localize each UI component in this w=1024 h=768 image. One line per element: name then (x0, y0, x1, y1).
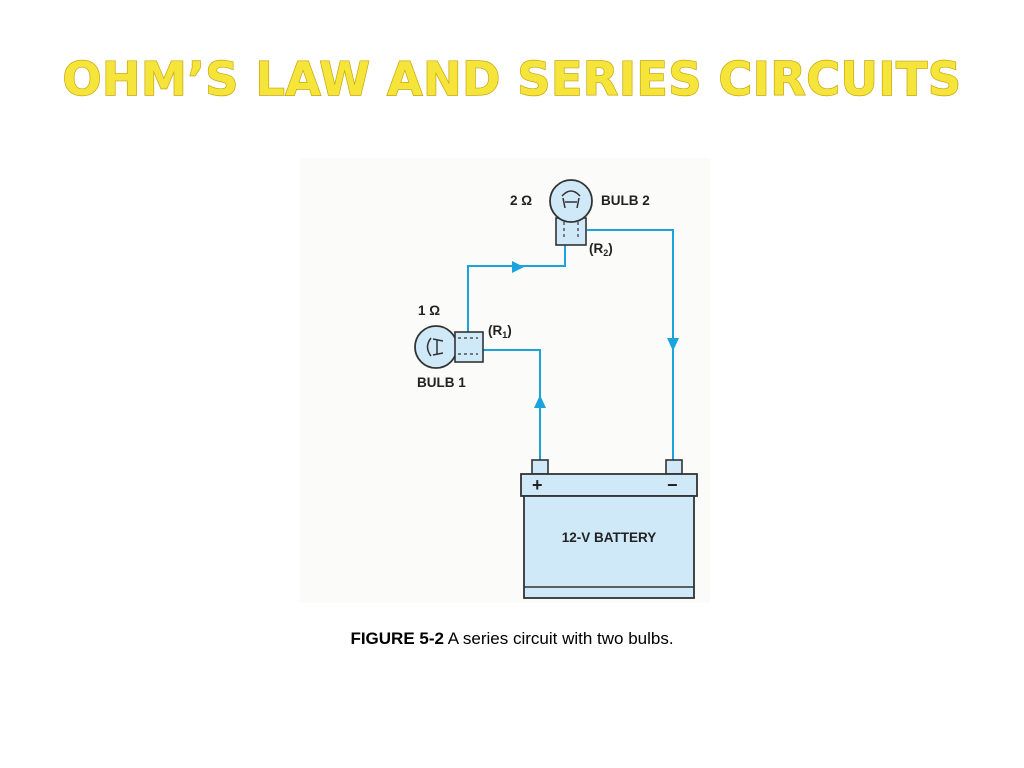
battery-positive-terminal (531, 459, 549, 475)
circuit-wires (467, 229, 674, 460)
battery-body (523, 495, 695, 599)
wire-battery-positive-to-bulb1 (483, 349, 541, 460)
battery-negative-sign: − (667, 475, 678, 495)
battery-positive-sign: + (532, 475, 543, 495)
battery-label: 12-V BATTERY (562, 530, 657, 545)
bulb-2-filament (561, 190, 581, 209)
figure-caption-text: A series circuit with two bulbs. (443, 629, 674, 648)
slide-title: OHM’S LAW AND SERIES CIRCUITS (62, 51, 962, 106)
figure-number: FIGURE 5-2 (350, 629, 444, 648)
bulb-1-glass (414, 325, 458, 369)
bulb-2 (549, 179, 593, 246)
bulb-2-resistance-label: 2 Ω (510, 193, 532, 208)
bulb-2-resistor-label: (R2) (589, 241, 613, 258)
figure-caption: FIGURE 5-2 A series circuit with two bul… (0, 629, 1024, 649)
bulb-1-base (454, 331, 484, 363)
battery-negative-terminal (665, 459, 683, 475)
bulb-2-name-label: BULB 2 (601, 193, 650, 208)
bulb-1-resistor-label: (R1) (488, 323, 512, 340)
wire-bulb1-to-bulb2 (467, 245, 566, 333)
bulb-1-resistance-label: 1 Ω (418, 303, 440, 318)
flow-arrow-up (534, 395, 546, 408)
bulb-1 (414, 325, 484, 369)
bulb-1-filament (426, 337, 444, 357)
bulb-2-base-dash (563, 222, 579, 240)
flow-arrow-right (512, 261, 524, 273)
circuit-figure: 2 Ω BULB 2 (R2) 1 Ω BULB 1 (R1) + − 12-V… (300, 158, 710, 603)
series-circuit-diagram: 2 Ω BULB 2 (R2) 1 Ω BULB 1 (R1) + − 12-V… (414, 179, 698, 599)
wire-bulb2-to-battery-negative (587, 229, 674, 460)
bulb-2-glass (549, 179, 593, 223)
battery (520, 459, 698, 599)
bulb-1-name-label: BULB 1 (417, 375, 466, 390)
flow-arrow-down (667, 338, 679, 351)
